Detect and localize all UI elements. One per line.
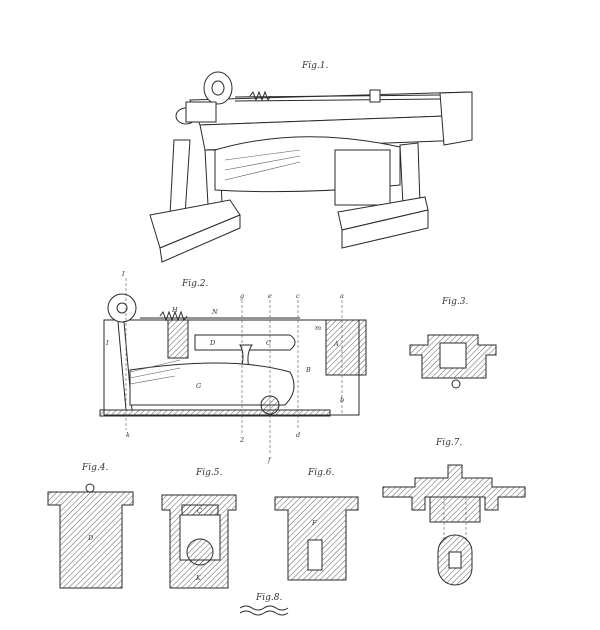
fig2-letter-H: H [171, 306, 178, 314]
fig2-letter-m: m [315, 324, 321, 332]
figure-2: Fig.2. I H N g e c a m [99, 270, 367, 464]
fig2-letter-b: b [340, 396, 344, 404]
fig6-caption: Fig.6. [307, 468, 334, 478]
fig1-end-block [439, 91, 473, 146]
figure-5: Fig.5. C K [161, 468, 237, 589]
fig2-letter-G: G [196, 382, 201, 390]
fig6-slot [307, 539, 323, 571]
fig2-letter-f: f [267, 456, 272, 464]
figure-4: Fig.4. D [47, 463, 134, 589]
fig1-crank-arm [185, 101, 217, 123]
fig5-letter-C: C [197, 507, 202, 515]
fig2-letter-B: B [305, 366, 311, 374]
fig2-spring [159, 310, 188, 322]
fig2-body-G [129, 362, 295, 406]
fig2-letter-N: N [211, 308, 218, 316]
fig4-letter-D: D [87, 534, 94, 542]
fig2-caption: Fig.2. [181, 279, 208, 289]
fig2-base-rail [99, 409, 331, 417]
fig5-cap-C [181, 504, 219, 516]
fig2-letter-k: k [126, 431, 130, 439]
fig2-letter-A: A [333, 340, 339, 348]
fig2-letter-d: d [296, 431, 300, 439]
fig2-wheel [107, 293, 137, 323]
fig2-letter-e: e [268, 292, 272, 300]
fig7-section [382, 464, 526, 511]
fig4-caption: Fig.4. [81, 463, 108, 473]
fig2-block-H [167, 319, 189, 359]
fig1-box [334, 149, 391, 206]
fig5-caption: Fig.5. [195, 468, 222, 478]
fig2-letter-I-top: I [121, 270, 125, 278]
fig3-core [439, 342, 467, 369]
fig2-letter-I-side: I [105, 339, 109, 347]
fig2-letter-c: c [296, 292, 300, 300]
fig2-block-A [325, 319, 367, 376]
fig1-carriage [369, 89, 381, 103]
fig6-section [274, 496, 359, 581]
figure-3: Fig.3. [409, 297, 497, 389]
fig8-wave-1 [239, 605, 289, 611]
fig2-letter-g: g [240, 292, 244, 300]
fig7-caption: Fig.7. [435, 438, 462, 448]
fig7-lower-block [429, 496, 481, 523]
fig1-left-leg [169, 139, 191, 216]
fig7-link-hole [448, 551, 462, 569]
fig3-caption: Fig.3. [441, 297, 468, 307]
fig2-letter-C: C [266, 339, 271, 347]
figure-7: Fig.7. [382, 438, 526, 586]
fig8-caption: Fig.8. [255, 593, 282, 603]
fig6-letter-F: F [311, 519, 317, 527]
fig1-wheel [203, 71, 233, 105]
fig4-section [47, 491, 134, 589]
fig8-wave-2 [239, 610, 289, 616]
fig3-pin [451, 379, 461, 389]
fig5-roller [186, 538, 214, 566]
figure-6: Fig.6. F [274, 468, 359, 581]
figure-1: Fig.1. [149, 61, 473, 263]
fig2-letter-2: 2 [239, 436, 244, 444]
fig1-caption: Fig.1. [301, 61, 328, 71]
fig4-eye [85, 483, 95, 493]
fig1-right-sleeper-side [341, 209, 429, 249]
fig1-right-leg [399, 142, 421, 206]
figure-8: Fig.8. [239, 593, 289, 616]
fig2-letter-a: a [340, 292, 344, 300]
fig5-letter-K: K [195, 574, 202, 582]
fig1-left-sleeper-side [159, 214, 241, 263]
fig2-letter-D: D [209, 339, 216, 347]
fig1-spring [249, 90, 272, 102]
